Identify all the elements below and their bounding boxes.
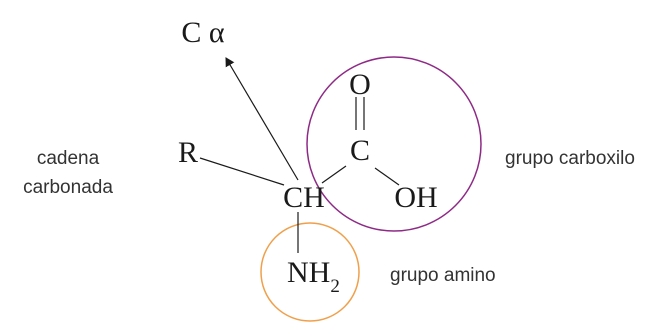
amino-group-circle	[260, 222, 360, 322]
side-chain-label-line2: carbonada	[23, 177, 113, 198]
carboxyl-oh-label: OH	[394, 181, 437, 214]
carboxyl-group-label: grupo carboxilo	[505, 148, 635, 169]
carboxyl-o-label: O	[349, 68, 371, 101]
amino-group-label: grupo amino	[390, 265, 496, 286]
carboxyl-c-label: C	[350, 134, 370, 167]
ch-cooh-bond	[321, 165, 347, 184]
c-oh-bond	[374, 167, 400, 186]
amino-subscript: 2	[330, 276, 340, 297]
side-chain-label-line1: cadena	[37, 148, 100, 169]
amino-nh-label: NH2	[287, 256, 340, 297]
r-ch-bond	[199, 157, 285, 186]
amino-nh-text: NH	[287, 256, 330, 289]
carboxyl-group-circle	[306, 56, 482, 232]
alpha-carbon-label: C α	[181, 16, 225, 49]
r-group-label: R	[178, 136, 198, 169]
alpha-carbon-arrow	[225, 57, 299, 181]
ch-label: CH	[283, 181, 325, 214]
